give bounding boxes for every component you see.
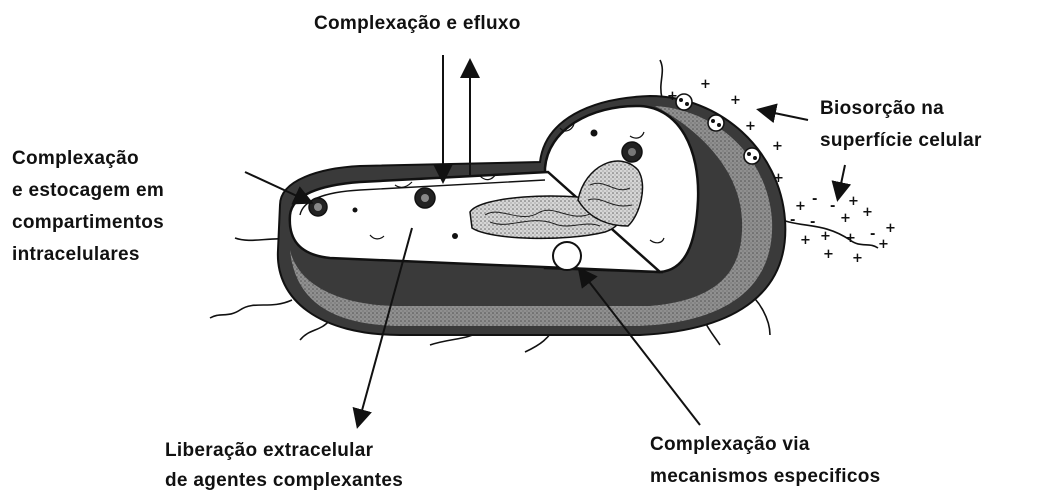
svg-text:+: + xyxy=(795,199,806,214)
svg-text:+: + xyxy=(840,211,851,226)
svg-text:-: - xyxy=(810,215,815,230)
svg-text:-: - xyxy=(790,213,795,228)
svg-text:+: + xyxy=(745,119,756,134)
svg-text:+: + xyxy=(852,251,863,266)
svg-text:+: + xyxy=(845,231,856,246)
svg-text:-: - xyxy=(830,199,835,214)
transport-channel xyxy=(553,242,581,270)
svg-text:+: + xyxy=(800,233,811,248)
svg-text:+: + xyxy=(823,247,834,262)
label-intracellular: Complexação e estocagem em compartimento… xyxy=(12,143,164,271)
svg-text:+: + xyxy=(700,77,711,92)
label-specific: Complexação via mecanismos especificos xyxy=(650,429,881,493)
svg-text:+: + xyxy=(772,139,783,154)
svg-text:+: + xyxy=(885,221,896,236)
svg-text:+: + xyxy=(820,229,831,244)
svg-text:+: + xyxy=(730,93,741,108)
svg-text:-: - xyxy=(870,227,875,242)
svg-text:+: + xyxy=(878,237,889,252)
arrow-surface-charge xyxy=(838,165,845,198)
svg-text:-: - xyxy=(812,192,817,207)
svg-text:+: + xyxy=(667,89,678,104)
label-surface: Biosorção na superfície celular xyxy=(820,93,982,157)
svg-text:+: + xyxy=(862,205,873,220)
label-release: Liberação extracelular de agentes comple… xyxy=(165,436,403,493)
svg-text:+: + xyxy=(848,194,859,209)
label-efflux: Complexação e efluxo xyxy=(314,10,521,37)
arrow-biosorption xyxy=(760,110,808,120)
svg-text:+: + xyxy=(773,171,784,186)
